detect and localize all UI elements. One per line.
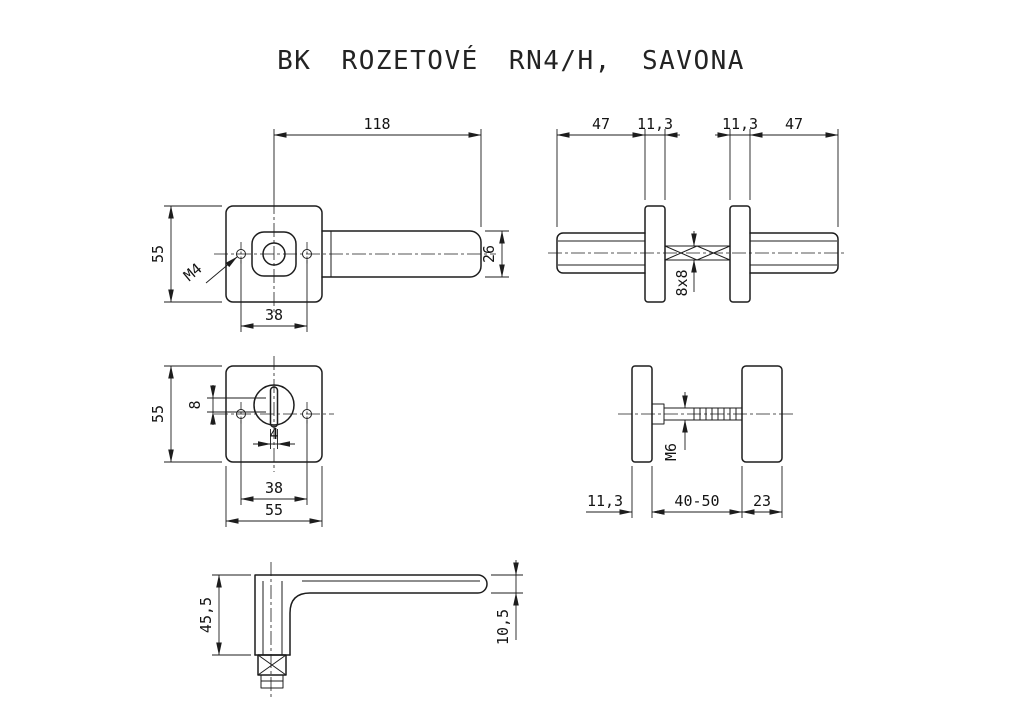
inner-profile-lines (262, 580, 480, 655)
dim-11-3-left-label: 11,3 (637, 115, 673, 133)
key-rosette-centerlines (214, 356, 334, 472)
extension-lines (225, 466, 323, 527)
dim-40-50-label: 40-50 (674, 492, 719, 510)
dim-55-left-label: 55 (149, 405, 167, 423)
dim-8x8-label: 8x8 (673, 269, 691, 296)
dim-38-rosette: 38 (240, 420, 308, 505)
dim-38-rosette-label: 38 (265, 479, 283, 497)
extension-lines (207, 397, 266, 413)
extension-lines (240, 260, 308, 332)
right-bar-profile-lines (750, 240, 837, 266)
handle-side-geometry (556, 205, 839, 303)
dim-11-3-right-label: 11,3 (722, 115, 758, 133)
handle-top-outline (254, 574, 488, 656)
dim-8: 8 (186, 385, 266, 425)
left-rosette-side (644, 205, 666, 303)
dim-47-right-label: 47 (785, 115, 803, 133)
left-bar-profile-lines (558, 240, 645, 266)
dim-45-5: 45,5 (197, 574, 251, 656)
dim-55-front: 55 (149, 205, 222, 303)
dim-4: 4 (253, 425, 295, 449)
dim-10-5: 10,5 (491, 560, 523, 645)
handle-top-geometry (254, 574, 488, 689)
m4-callout: M4 (180, 256, 238, 285)
dim-8x8: 8x8 (673, 231, 697, 297)
extension-lines (631, 466, 783, 518)
dim-55-bottom: 55 (225, 466, 323, 527)
m6-callout: M6 (662, 392, 688, 461)
dim-23-label: 23 (753, 492, 771, 510)
dim-38-front: 38 (240, 260, 308, 332)
handle-front-view: 118 55 26 38 M4 (149, 115, 509, 332)
dim-55-label: 55 (149, 245, 167, 263)
screw-shaft (664, 407, 742, 421)
extension-lines (273, 129, 482, 227)
extension-lines (556, 129, 839, 227)
rosette-side-view: M6 11,3 40-50 23 (586, 365, 795, 518)
right-rosette-side (729, 205, 751, 303)
leader-line (205, 256, 238, 284)
dim-118: 118 (273, 115, 482, 227)
extension-lines (164, 205, 222, 303)
handle-front-centerlines (214, 200, 496, 312)
dim-26: 26 (480, 230, 509, 278)
dims-top-chain: 47 11,3 11,3 47 (556, 115, 839, 227)
handle-top-view: 45,5 10,5 (197, 560, 523, 700)
spindle-end-hatch (257, 654, 287, 676)
extension-lines (240, 420, 308, 505)
dim-118-label: 118 (363, 115, 390, 133)
dim-38-label: 38 (265, 306, 283, 324)
key-rosette-front-view: 55 8 4 38 55 (149, 356, 334, 527)
drawing-title: BK ROZETOVÉ RN4/H, SAVONA (277, 44, 745, 76)
dim-26-label: 26 (480, 245, 498, 263)
m4-label: M4 (180, 259, 205, 284)
m6-label: M6 (662, 443, 680, 461)
dim-10-5-label: 10,5 (494, 609, 512, 645)
handle-bar-outline (321, 230, 482, 278)
dim-11-3-label: 11,3 (587, 492, 623, 510)
extension-lines (485, 230, 509, 278)
dim-47-left-label: 47 (592, 115, 610, 133)
dims-bottom-chain: 11,3 40-50 23 (586, 466, 783, 518)
dim-45-5-label: 45,5 (197, 597, 215, 633)
dim-55-bottom-label: 55 (265, 501, 283, 519)
handle-side-view: 47 11,3 11,3 47 8x8 (548, 115, 846, 303)
extension-lines (491, 574, 523, 594)
dim-55-left: 55 (149, 365, 222, 463)
dim-8-label: 8 (186, 400, 204, 409)
extension-lines (212, 574, 251, 656)
dim-4-label: 4 (269, 425, 278, 443)
